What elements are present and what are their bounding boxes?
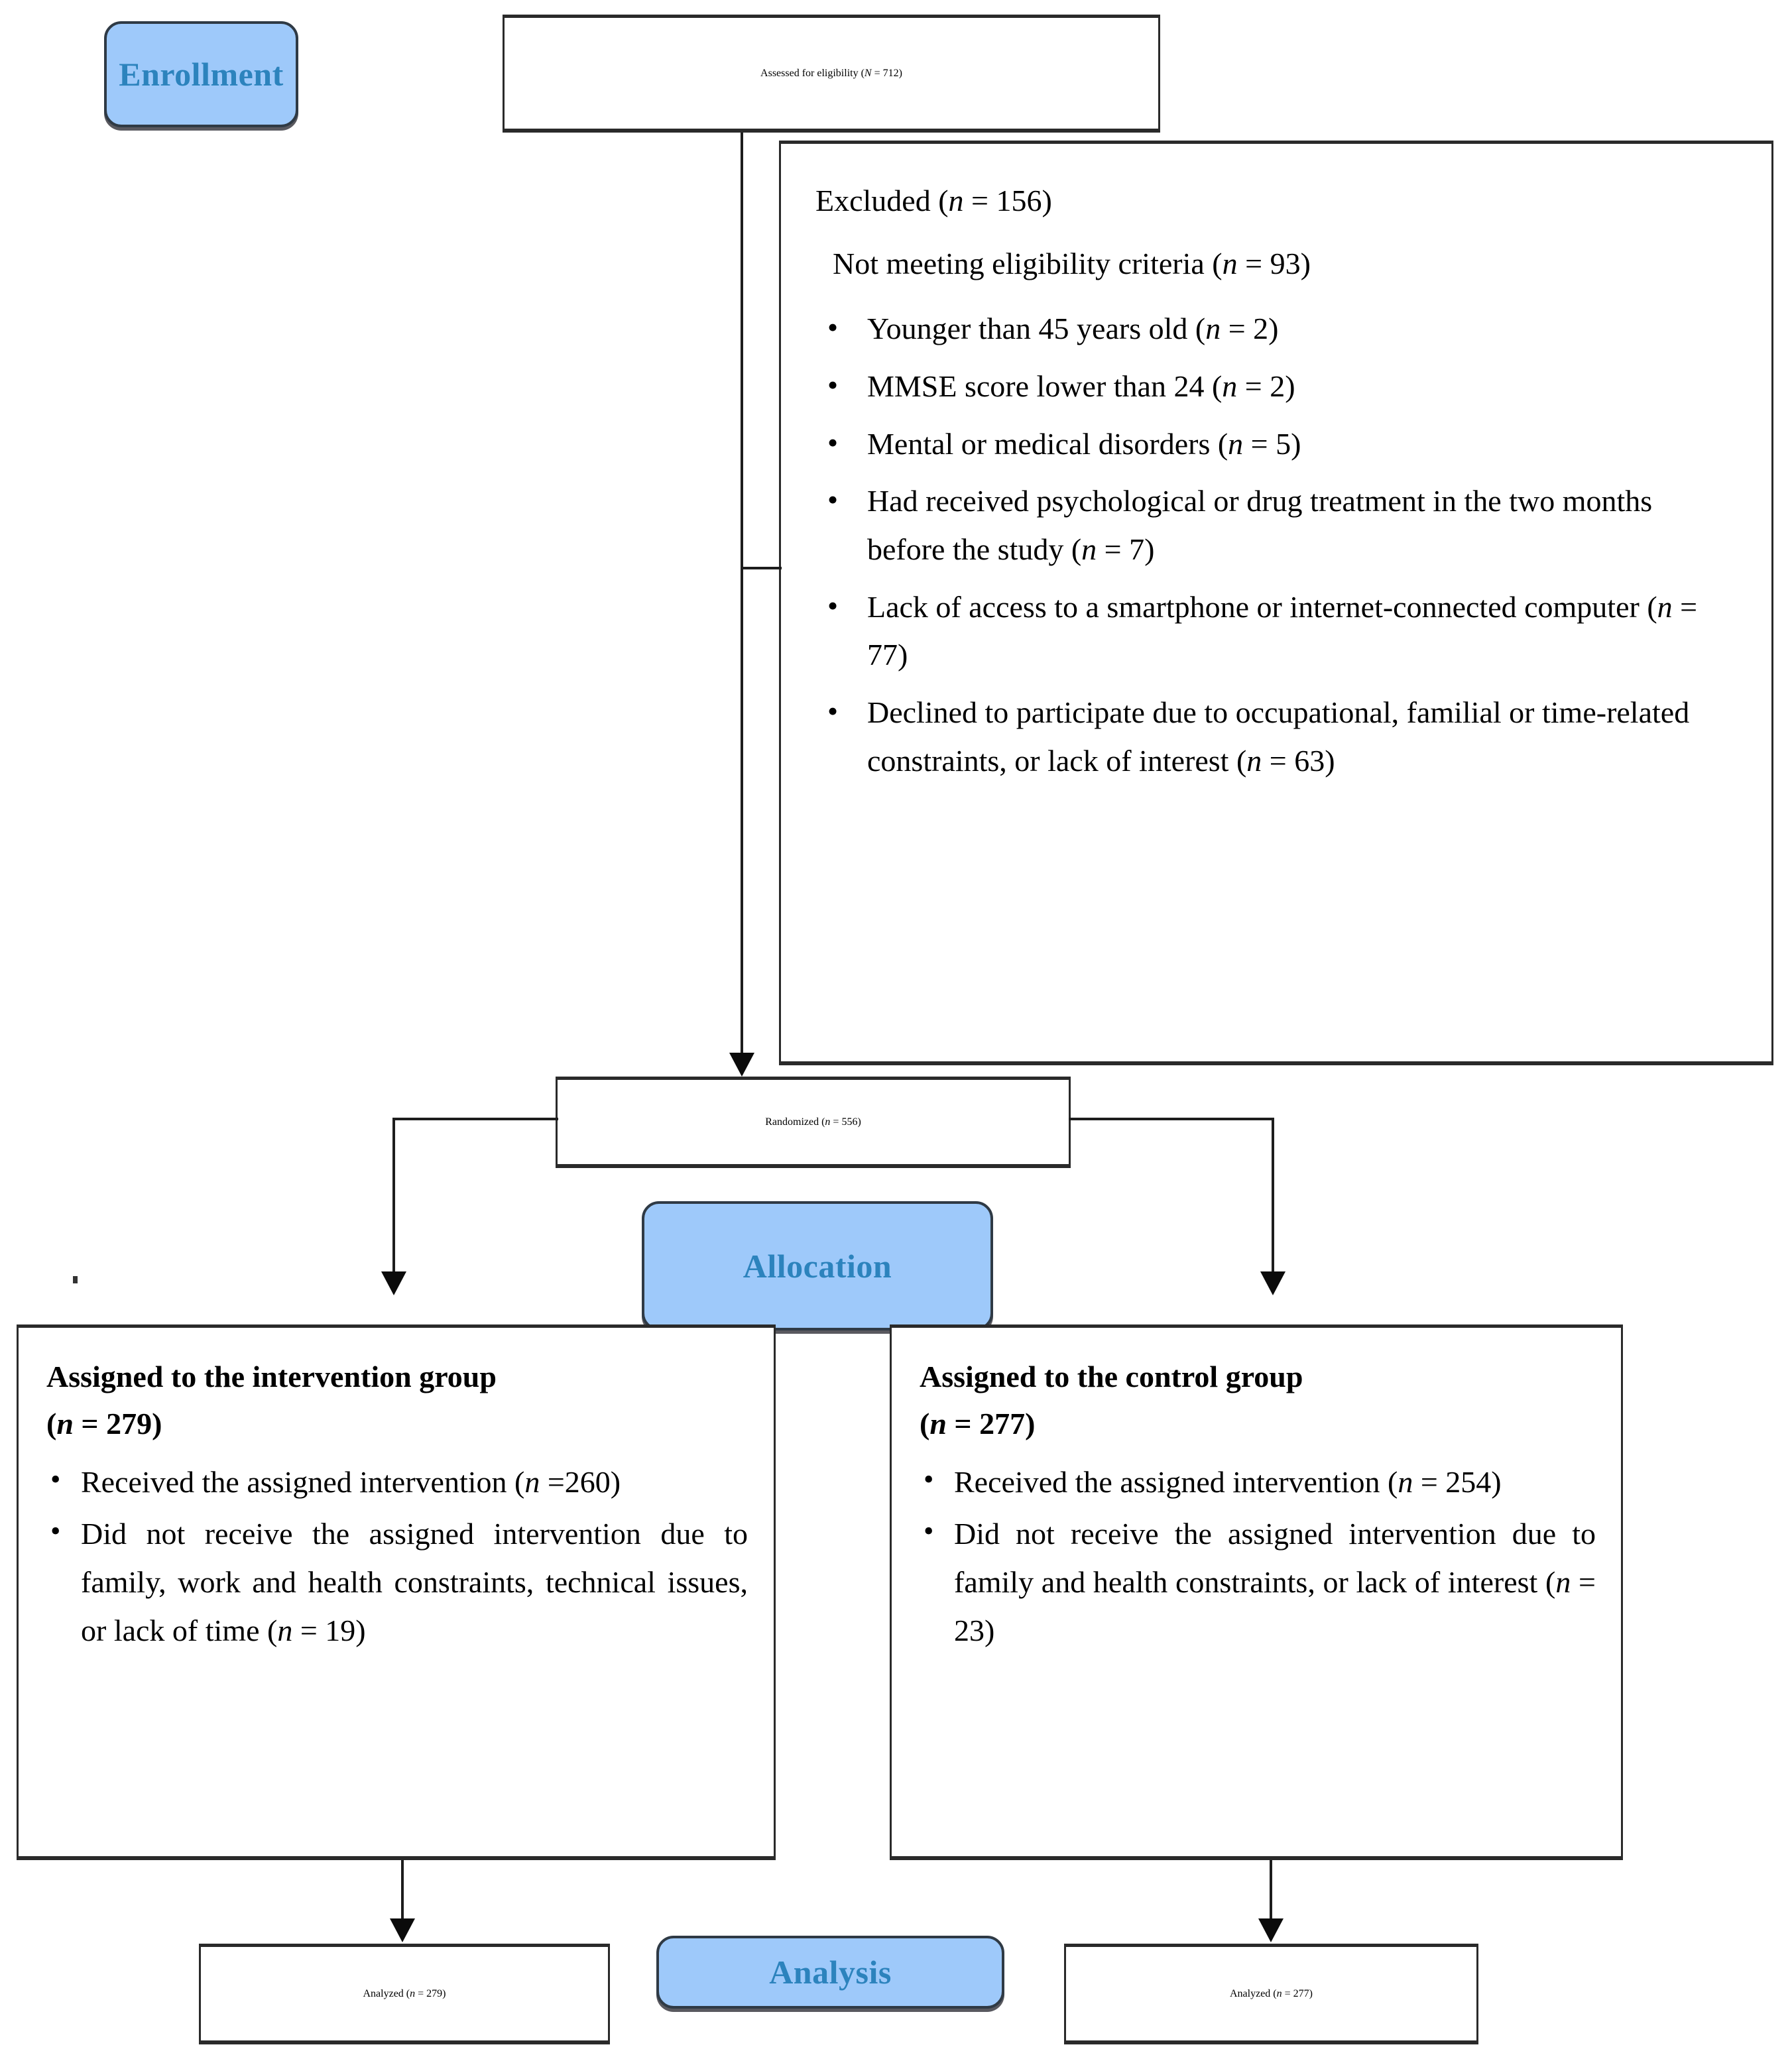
connector-assessed-to-randomized (741, 133, 743, 1073)
arrowhead-to-analyzed-left (390, 1918, 415, 1942)
intervention-group-count: (n = 279) (46, 1407, 162, 1441)
excluded-criteria-count: 93 (1270, 246, 1301, 280)
excluded-reason-list: Younger than 45 years old (n = 2) MMSE s… (815, 304, 1737, 785)
randomized-value: 556 (841, 1116, 858, 1128)
analyzed-left-value: 279 (426, 1987, 443, 1999)
arrowhead-to-randomized (729, 1053, 754, 1077)
box-control-group: Assigned to the control group (n = 277) … (890, 1324, 1623, 1860)
excluded-subheading: Not meeting eligibility criteria (n = 93… (833, 246, 1311, 280)
intervention-group-item-list: Received the assigned intervention (n =2… (46, 1456, 748, 1655)
excluded-reason-item: Younger than 45 years old (n = 2) (815, 304, 1737, 353)
box-analyzed-control: Analyzed (n = 277) (1064, 1944, 1478, 2044)
intervention-group-item: Did not receive the assigned interventio… (46, 1508, 748, 1655)
intervention-group-content: Assigned to the intervention group (n = … (46, 1353, 748, 1659)
stage-badge-enrollment-label: Enrollment (119, 56, 284, 93)
box-analyzed-intervention: Analyzed (n = 279) (199, 1944, 610, 2044)
box-excluded: Excluded (n = 156) Not meeting eligibili… (779, 141, 1773, 1065)
box-assessed-for-eligibility: Assessed for eligibility (N = 712) (503, 15, 1160, 133)
connector-to-excluded (741, 567, 782, 569)
assessed-value: 712 (882, 67, 899, 79)
excluded-reason-item: Mental or medical disorders (n = 5) (815, 419, 1737, 469)
intervention-group-item: Received the assigned intervention (n =2… (46, 1456, 748, 1507)
box-randomized: Randomized (n = 556) (556, 1077, 1071, 1168)
excluded-content: Excluded (n = 156) Not meeting eligibili… (815, 177, 1737, 794)
excluded-total: 156 (996, 184, 1042, 217)
connector-intervention-to-analyzed (401, 1860, 404, 1921)
arrowhead-to-intervention-group (381, 1271, 406, 1295)
control-group-content: Assigned to the control group (n = 277) … (920, 1353, 1596, 1659)
control-group-item: Received the assigned intervention (n = … (920, 1456, 1596, 1507)
control-group-item: Did not receive the assigned interventio… (920, 1508, 1596, 1655)
connector-control-to-analyzed (1270, 1860, 1272, 1921)
control-group-title: Assigned to the control group (920, 1360, 1303, 1393)
analyzed-left-text: Analyzed (n = 279) (363, 1987, 446, 1999)
assessed-text: Assessed for eligibility (N = 712) (760, 67, 902, 79)
intervention-group-title: Assigned to the intervention group (46, 1360, 497, 1393)
stage-badge-allocation-label: Allocation (743, 1247, 892, 1285)
assessed-n-symbol: N (864, 67, 872, 79)
box-intervention-group: Assigned to the intervention group (n = … (17, 1324, 776, 1860)
connector-randomized-right-horizontal (1069, 1118, 1274, 1120)
excluded-heading: Excluded (n = 156) (815, 184, 1052, 217)
connector-randomized-left-horizontal (392, 1118, 558, 1120)
connector-randomized-left-vertical (392, 1118, 395, 1275)
connector-randomized-right-vertical (1272, 1118, 1274, 1275)
control-group-count: (n = 277) (920, 1407, 1036, 1441)
stage-badge-allocation: Allocation (642, 1201, 993, 1330)
scan-artifact-dot (73, 1276, 78, 1283)
excluded-reason-item: MMSE score lower than 24 (n = 2) (815, 361, 1737, 411)
excluded-reason-item: Lack of access to a smartphone or intern… (815, 582, 1737, 679)
stage-badge-analysis: Analysis (656, 1936, 1004, 2009)
analyzed-right-text: Analyzed (n = 277) (1230, 1987, 1313, 1999)
excluded-reason-item: Had received psychological or drug treat… (815, 476, 1737, 573)
arrowhead-to-control-group (1260, 1271, 1285, 1295)
analyzed-right-value: 277 (1293, 1987, 1309, 1999)
randomized-text: Randomized (n = 556) (765, 1116, 861, 1128)
stage-badge-analysis-label: Analysis (769, 1954, 892, 1991)
arrowhead-to-analyzed-right (1258, 1918, 1284, 1942)
stage-badge-enrollment: Enrollment (104, 21, 298, 127)
excluded-reason-item: Declined to participate due to occupatio… (815, 687, 1737, 785)
control-group-item-list: Received the assigned intervention (n = … (920, 1456, 1596, 1655)
